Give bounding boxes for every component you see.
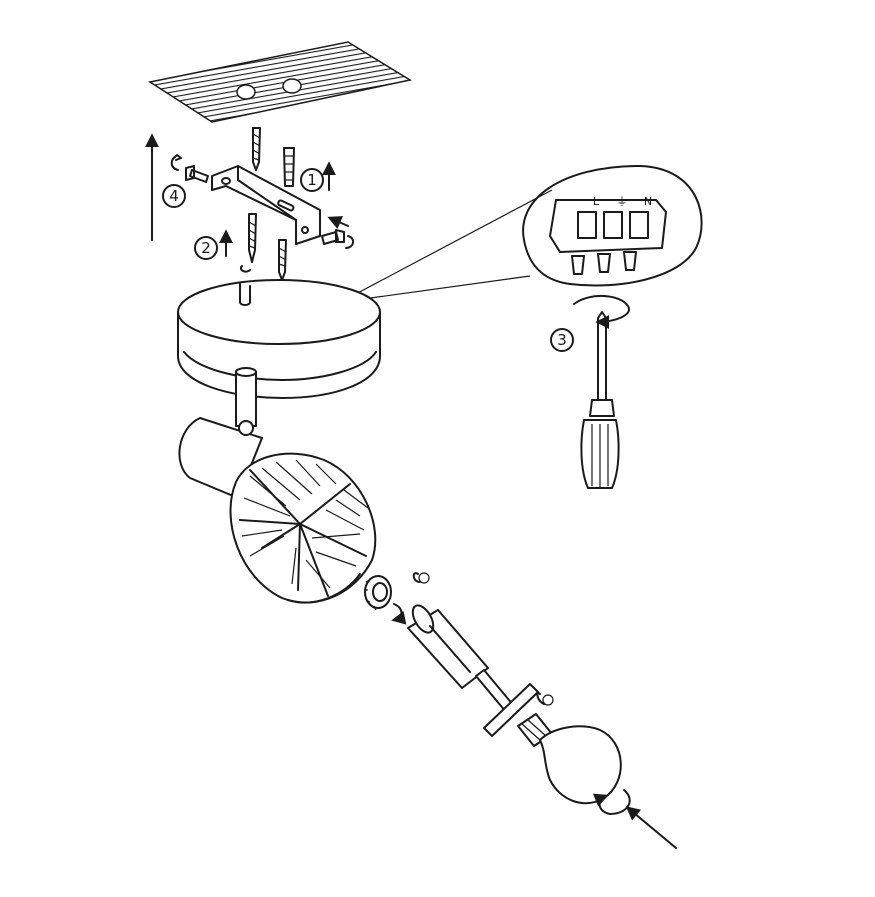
light-bulb-icon xyxy=(517,713,622,805)
screw-icon xyxy=(170,154,209,183)
direction-arrow-icon xyxy=(625,806,677,849)
step-4: 4 xyxy=(145,133,186,241)
canopy-icon xyxy=(177,279,381,399)
rotate-arrow-icon xyxy=(592,789,631,815)
step-1-number: 1 xyxy=(307,171,317,189)
rotate-arrow-icon xyxy=(573,294,630,329)
mounting-bracket-icon xyxy=(211,165,321,245)
screw-icon xyxy=(321,216,354,249)
step-2: 2 xyxy=(194,229,233,260)
rotate-arrow-icon xyxy=(412,572,421,583)
terminal-detail-callout: L ⏚ N xyxy=(351,165,703,301)
bulb-install-arrows xyxy=(592,789,677,849)
ring-nut-icon xyxy=(364,572,430,625)
terminal-label-live: L xyxy=(593,195,600,208)
step-2-number: 2 xyxy=(201,239,211,257)
screw-icon xyxy=(252,127,261,171)
wall-plug-icon xyxy=(283,147,295,187)
step-3: 3 xyxy=(550,328,574,352)
direction-arrow-icon xyxy=(327,216,349,229)
rotate-arrow-icon xyxy=(391,603,407,625)
step-3-number: 3 xyxy=(557,331,567,349)
step-4-number: 4 xyxy=(169,187,179,205)
screwdriver-icon xyxy=(573,294,630,489)
terminal-block-icon: L ⏚ N xyxy=(549,195,667,275)
terminal-label-neutral: N xyxy=(644,195,652,208)
terminal-label-earth: ⏚ xyxy=(617,195,628,208)
step-1: 1 xyxy=(300,161,336,192)
lamp-socket-icon xyxy=(407,604,554,737)
screw-icon xyxy=(240,213,257,273)
ceiling-plate-icon xyxy=(148,41,412,123)
spotlight-head-icon xyxy=(229,452,377,604)
